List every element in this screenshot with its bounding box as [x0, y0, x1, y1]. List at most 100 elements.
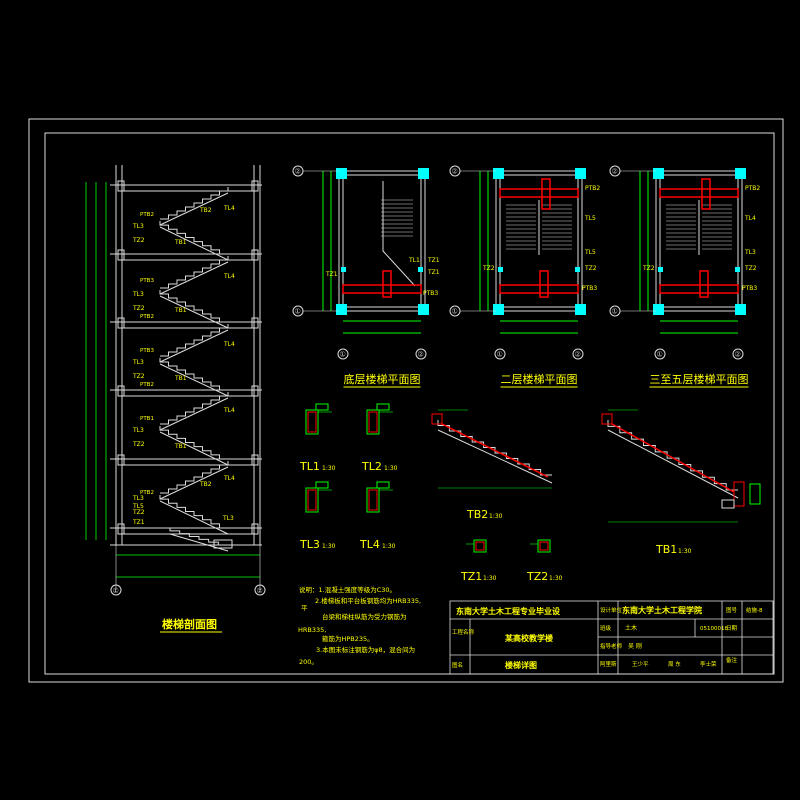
axis-bubble: [732, 348, 744, 360]
column: [341, 267, 346, 272]
section-label: PTB2: [140, 212, 154, 218]
section-label: TB2: [199, 207, 212, 214]
beam-section: [117, 249, 125, 261]
beam-section: [251, 249, 259, 261]
project-label: 工程名称: [452, 628, 475, 636]
detail-label-tl4: TL4: [359, 538, 380, 551]
slab-section: [315, 481, 329, 489]
axis-bubble: [415, 348, 427, 360]
note-line: 平: [301, 604, 308, 612]
rebar: [441, 423, 549, 478]
axis-label: ②: [418, 351, 424, 359]
section-label: PTB2: [140, 490, 154, 496]
axis-bubble: [572, 348, 584, 360]
tz1-detail: [466, 539, 487, 553]
plan-label: TL5: [584, 215, 596, 222]
notes: 说明：1.混凝土强度等级为C30。 2.楼梯板和平台板钢筋均为HRB335, 平…: [298, 585, 421, 666]
beam-section: [366, 487, 380, 513]
note-line: 3.本图未标注钢筋为φ8，混合间为: [316, 645, 415, 654]
beam-section: [117, 180, 125, 192]
rebar: [611, 423, 735, 493]
axis-label: ①: [657, 351, 663, 359]
beam-section: [305, 409, 319, 435]
plan-label: PTB2: [585, 185, 600, 192]
title-block-text: 东南大学土木工程专业毕业设 工程名称 某高校教学楼 图名 楼梯详图 设计单位 东…: [452, 605, 763, 670]
note-line: 200。: [299, 658, 318, 666]
stair-flight: [160, 324, 229, 357]
beam-section: [749, 483, 761, 505]
stair-flight: [159, 358, 228, 391]
note-label: 备注: [726, 656, 738, 664]
tb1-detail: [601, 409, 761, 523]
stair-flight: [169, 528, 228, 546]
axis-label: ①: [452, 308, 458, 316]
slab-section: [315, 403, 329, 411]
section-label: TL4: [223, 273, 235, 280]
beam-section: [251, 317, 259, 329]
axis-label: ②: [612, 168, 618, 176]
section-label: TL3: [132, 359, 144, 366]
section-label: TL3: [132, 427, 144, 434]
axis-label: ②: [575, 351, 581, 359]
beam-red: [342, 284, 422, 294]
stair-flight-soffit: [159, 261, 229, 295]
column: [735, 168, 746, 179]
detail-label-tl3: TL3: [299, 538, 320, 551]
stair-flight-soffit: [159, 431, 229, 466]
column: [653, 168, 664, 179]
tutor-label: 指导老师: [600, 642, 623, 650]
plan-wall: [342, 174, 422, 308]
column: [575, 304, 586, 315]
axis-label: ①: [113, 587, 119, 595]
plan-wall: [659, 174, 739, 308]
section-label: TB1: [174, 307, 187, 314]
column: [336, 168, 347, 179]
beam-red: [541, 178, 551, 210]
plan-label: TZ2: [482, 265, 495, 272]
section-label: TZ2: [132, 237, 145, 244]
section-label: TL5: [132, 503, 144, 510]
plan-label: TL1: [408, 257, 420, 264]
drawing-no: 结施-8: [746, 606, 763, 614]
beam-red: [382, 270, 392, 298]
section-label: TB1: [174, 375, 187, 382]
detail-label-tl1: TL1: [299, 460, 320, 473]
axis-label: ①: [340, 351, 346, 359]
note-line: 说明：1.混凝土强度等级为C30。: [299, 585, 396, 594]
stair-section-view: ① ② TL3TZ2TL3TZ2TL3TZ2TL3TZ2TL3TZ2TL5TZ1…: [85, 165, 266, 633]
beam-section: [251, 523, 259, 535]
beam-details: TL1 1:30 TL2 1:30 TL3 1:30 TL4 1:30 TB2 …: [299, 403, 761, 583]
axis-bubble: [337, 348, 349, 360]
plan-label: PTB3: [582, 285, 597, 292]
stair-slab: [437, 420, 552, 476]
section-label: TZ2: [132, 305, 145, 312]
unit-label: 设计单位: [600, 606, 623, 614]
axis-label: ②: [257, 587, 263, 595]
rebar: [368, 489, 378, 511]
rebar: [601, 413, 613, 425]
plan-label: TZ2: [642, 265, 655, 272]
column: [418, 168, 429, 179]
section-label: TL4: [223, 475, 235, 482]
class-name: 土木: [625, 624, 637, 632]
beam-section: [251, 454, 259, 466]
plan-label: TZ1: [427, 257, 440, 264]
beam-red: [659, 284, 739, 294]
section-label: PTB1: [140, 416, 154, 422]
beam-section: [251, 385, 259, 397]
section-label: TL4: [223, 341, 235, 348]
tb2-detail: [431, 409, 553, 489]
support: [721, 499, 735, 509]
section-label: PTB2: [140, 382, 154, 388]
stair-flight-soffit: [159, 329, 229, 363]
column: [658, 267, 663, 272]
axis-bubble: [494, 348, 506, 360]
stair-flight-soffit: [159, 226, 229, 261]
stair-flight-soffit: [159, 466, 229, 500]
note-line: 台梁和梯柱纵筋为受力钢筋为: [322, 612, 407, 621]
beam-section: [117, 385, 125, 397]
